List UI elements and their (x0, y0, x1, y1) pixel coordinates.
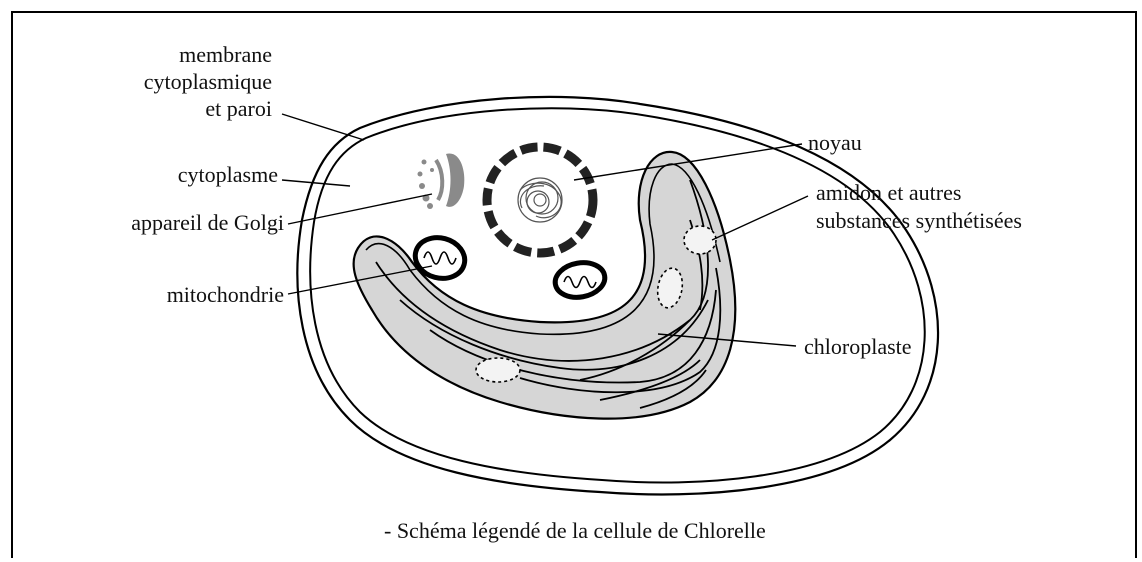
chromatin (518, 178, 562, 222)
label-chloroplaste: chloroplaste (804, 334, 912, 360)
label-mitochondrie: mitochondrie (167, 282, 284, 308)
label-membrane-line3: et paroi (205, 96, 272, 122)
label-amidon-line1: amidon et autres (816, 180, 961, 206)
golgi-apparatus (418, 153, 465, 209)
figure-caption: - Schéma légendé de la cellule de Chlore… (384, 518, 766, 544)
mitochondrion-right (552, 259, 607, 301)
nucleus (487, 147, 593, 253)
label-noyau: noyau (808, 130, 862, 156)
label-cytoplasme: cytoplasme (178, 162, 278, 188)
label-golgi: appareil de Golgi (131, 210, 284, 236)
label-membrane-line1: membrane (179, 42, 272, 68)
label-amidon-line2: substances synthétisées (816, 208, 1022, 234)
label-membrane-line2: cytoplasmique (144, 69, 272, 95)
